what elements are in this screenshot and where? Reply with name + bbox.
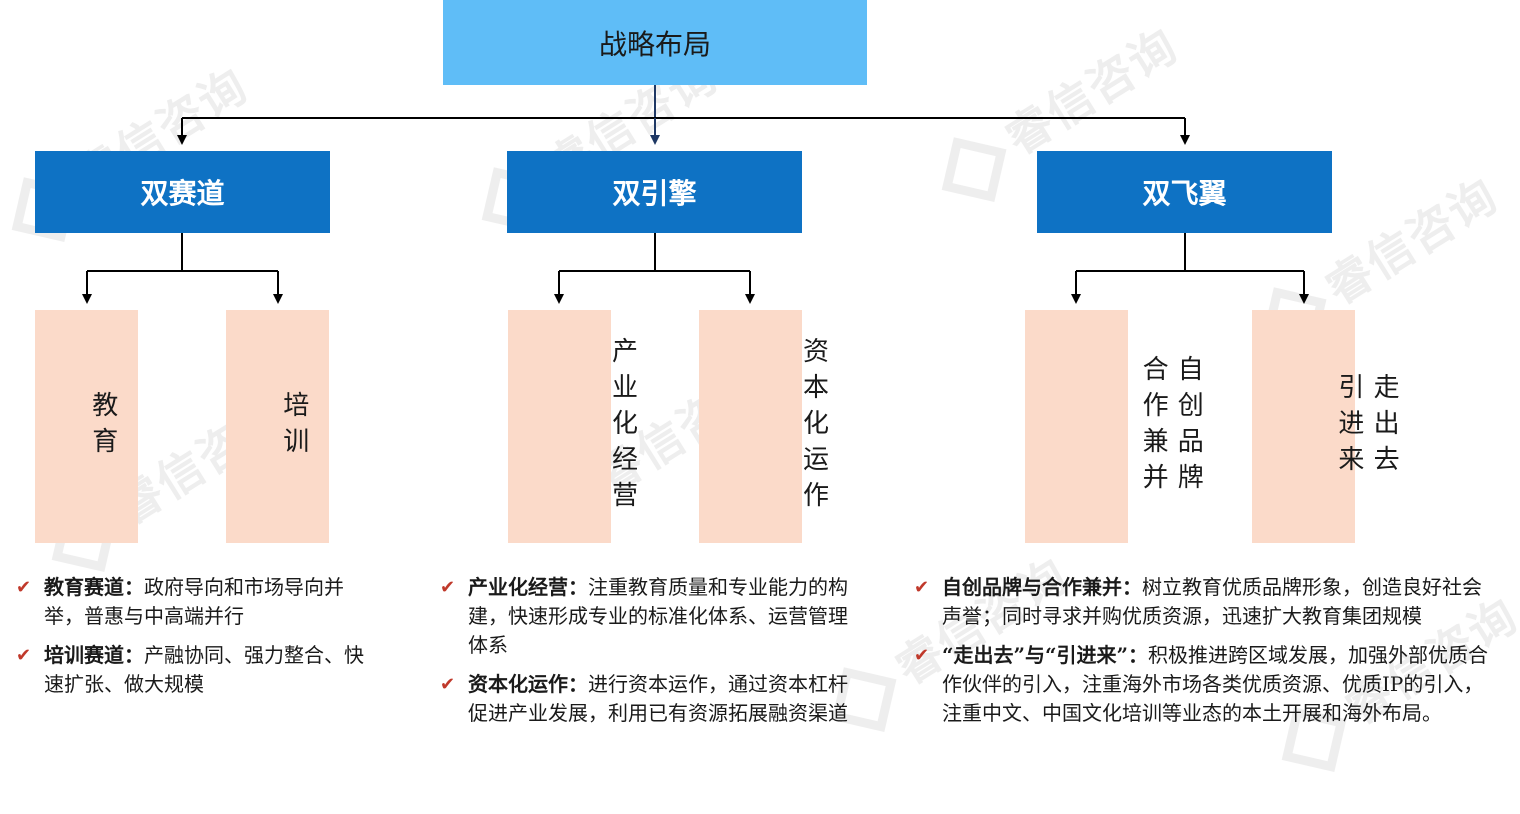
note-body: 积极推进跨区域发展，加强外部优质合作伙伴的引入，注重海外市场各类优质资源、优质I… bbox=[942, 643, 1489, 725]
branch-label: 双赛道 bbox=[140, 177, 225, 210]
note-body: 进行资本运作，通过资本杠杆促进产业发展，利用已有资源拓展融资渠道 bbox=[468, 672, 848, 725]
leaf-box-peixun: 培训 bbox=[226, 310, 329, 543]
leaf-label: 培训 bbox=[278, 390, 309, 463]
note-title: 资本化运作： bbox=[468, 672, 588, 696]
notes-shuangyinqing: ✔ 产业化经营：注重教育质量和专业能力的构建，快速形成专业的标准化体系、运营管理… bbox=[440, 573, 858, 738]
leaf-box-zouchuqu: 走出去 引进来 bbox=[1252, 310, 1399, 543]
check-icon: ✔ bbox=[440, 674, 456, 695]
branch-box-shuangsaidao: 双赛道 bbox=[35, 151, 330, 233]
leaf-label-col2: 合作兼并 bbox=[1138, 354, 1169, 499]
branch-label: 双飞翼 bbox=[1142, 177, 1227, 210]
note-item: ✔ “走出去”与“引进来”：积极推进跨区域发展，加强外部优质合作伙伴的引入，注重… bbox=[914, 641, 1490, 728]
note-title: 培训赛道： bbox=[44, 643, 144, 667]
leaf-box-chanyehua: 产业化经营 bbox=[508, 310, 637, 543]
leaf-label-col1: 走出去 bbox=[1369, 372, 1400, 481]
check-icon: ✔ bbox=[16, 645, 32, 666]
leaf-label: 教育 bbox=[87, 390, 118, 463]
root-label: 战略布局 bbox=[598, 27, 711, 61]
leaf-box-zichuang: 自创品牌 合作兼并 bbox=[1025, 310, 1203, 543]
leaf-label-col1: 自创品牌 bbox=[1173, 354, 1204, 499]
note-title: 教育赛道： bbox=[44, 575, 144, 599]
note-body: 政府导向和市场导向并举，普惠与中高端并行 bbox=[44, 575, 344, 628]
leaf-label: 资本化运作 bbox=[798, 336, 829, 517]
check-icon: ✔ bbox=[440, 577, 456, 598]
branch-label: 双引擎 bbox=[612, 177, 697, 210]
note-body: 注重教育质量和专业能力的构建，快速形成专业的标准化体系、运营管理体系 bbox=[468, 575, 848, 657]
root-box: 战略布局 bbox=[443, 0, 867, 85]
leaf-label-col2: 引进来 bbox=[1333, 372, 1364, 481]
note-body: 产融协同、强力整合、快速扩张、做大规模 bbox=[44, 643, 364, 696]
note-item: ✔ 自创品牌与合作兼并：树立教育优质品牌形象，创造良好社会声誉；同时寻求并购优质… bbox=[914, 573, 1490, 631]
notes-shuangfeiyi: ✔ 自创品牌与合作兼并：树立教育优质品牌形象，创造良好社会声誉；同时寻求并购优质… bbox=[914, 573, 1490, 738]
check-icon: ✔ bbox=[914, 645, 930, 666]
branch-box-shuangyinqing: 双引擎 bbox=[507, 151, 802, 233]
leaf-box-zibenhua: 资本化运作 bbox=[699, 310, 828, 543]
note-item: ✔ 教育赛道：政府导向和市场导向并举，普惠与中高端并行 bbox=[16, 573, 376, 631]
leaf-box-jiaoyu: 教育 bbox=[35, 310, 138, 543]
note-item: ✔ 培训赛道：产融协同、强力整合、快速扩张、做大规模 bbox=[16, 641, 376, 699]
note-body: 树立教育优质品牌形象，创造良好社会声誉；同时寻求并购优质资源，迅速扩大教育集团规… bbox=[942, 575, 1482, 628]
leaf-label: 产业化经营 bbox=[607, 336, 638, 517]
check-icon: ✔ bbox=[16, 577, 32, 598]
check-icon: ✔ bbox=[914, 577, 930, 598]
note-item: ✔ 产业化经营：注重教育质量和专业能力的构建，快速形成专业的标准化体系、运营管理… bbox=[440, 573, 858, 660]
notes-shuangsaidao: ✔ 教育赛道：政府导向和市场导向并举，普惠与中高端并行 ✔ 培训赛道：产融协同、… bbox=[16, 573, 376, 709]
branch-box-shuangfeiyi: 双飞翼 bbox=[1037, 151, 1332, 233]
note-title: “走出去”与“引进来”： bbox=[942, 643, 1149, 667]
note-title: 产业化经营： bbox=[468, 575, 588, 599]
note-title: 自创品牌与合作兼并： bbox=[942, 575, 1142, 599]
note-item: ✔ 资本化运作：进行资本运作，通过资本杠杆促进产业发展，利用已有资源拓展融资渠道 bbox=[440, 670, 858, 728]
